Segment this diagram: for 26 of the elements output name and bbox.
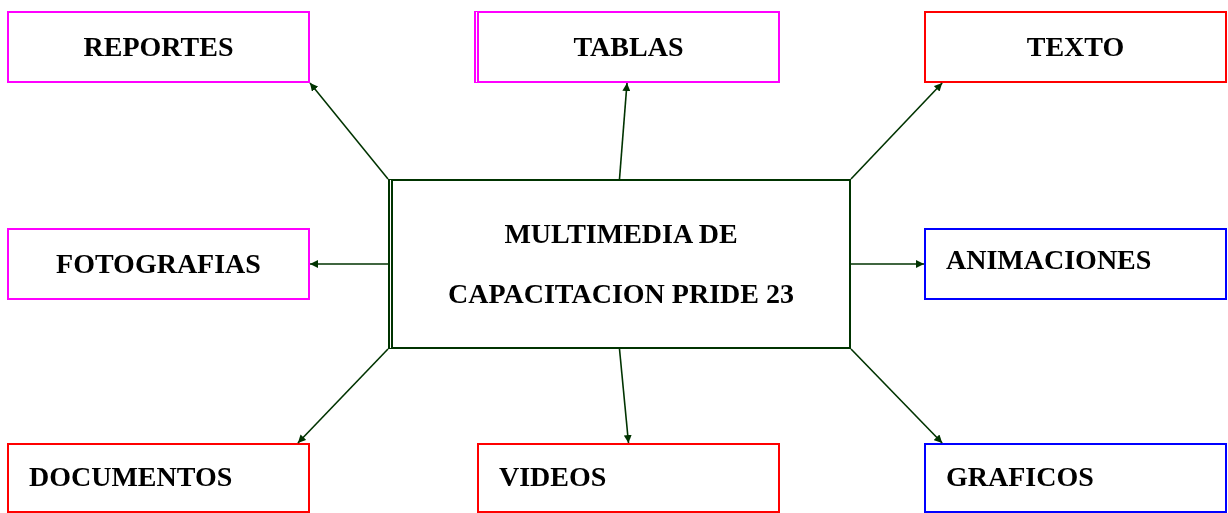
arrow	[850, 348, 943, 444]
topic-label: TEXTO	[1026, 33, 1125, 61]
arrow	[309, 260, 389, 268]
topic-box	[474, 11, 780, 83]
arrow	[309, 82, 389, 180]
topic-box	[924, 443, 1227, 513]
topic-label: FOTOGRAFIAS	[56, 250, 261, 278]
topic-label: DOCUMENTOS	[29, 463, 233, 491]
topic-box	[924, 11, 1227, 83]
arrow	[618, 348, 632, 444]
arrow	[297, 348, 389, 444]
topic-label: TABLAS	[573, 33, 684, 61]
topic-label: REPORTES	[83, 33, 234, 61]
topic-label: VIDEOS	[499, 463, 607, 491]
topic-box	[7, 11, 310, 83]
topic-box	[7, 228, 310, 300]
topic-label: ANIMACIONES	[946, 246, 1152, 274]
topic-box	[7, 443, 310, 513]
title-text: MULTIMEDIA DE CAPACITACION PRIDE 23	[447, 217, 795, 311]
arrow	[850, 260, 925, 268]
topic-box	[477, 443, 780, 513]
arrow	[850, 82, 943, 180]
central-box	[388, 179, 851, 349]
arrow	[618, 82, 631, 180]
topic-box	[924, 228, 1227, 300]
topic-label: GRAFICOS	[946, 463, 1094, 491]
